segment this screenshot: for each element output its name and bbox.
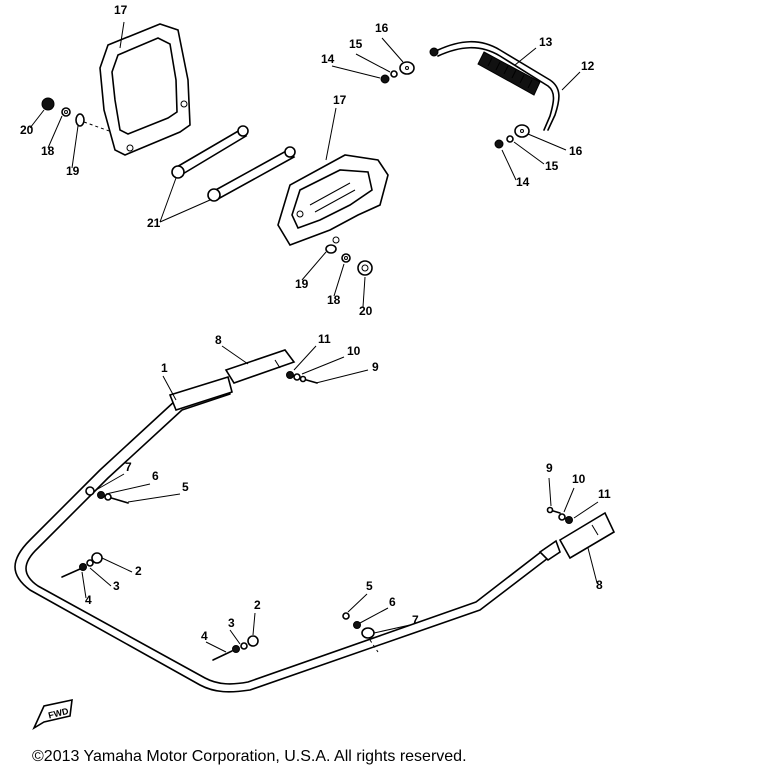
nut-20-left — [41, 97, 55, 111]
bolt-9-upper — [299, 375, 318, 384]
washer-19-left — [75, 113, 85, 127]
bolt-9-right — [546, 506, 561, 514]
callout-14: 14 — [321, 52, 335, 66]
callout-19: 19 — [66, 164, 80, 178]
nut-14-right — [494, 139, 504, 149]
bracket-upper-left — [99, 23, 191, 156]
bolt-5-bottom — [342, 612, 350, 620]
copyright-notice: ©2013 Yamaha Motor Corporation, U.S.A. A… — [32, 748, 467, 765]
callout-7: 7 — [412, 613, 419, 627]
callout-17: 17 — [114, 3, 128, 17]
washer-6-left — [97, 491, 105, 499]
callout-15: 15 — [545, 159, 559, 173]
callout-6: 6 — [389, 595, 396, 609]
washer-18-left — [61, 107, 71, 117]
callout-3: 3 — [113, 579, 120, 593]
washer-16-right — [514, 124, 530, 138]
callout-18: 18 — [327, 293, 341, 307]
bushing-7-left — [85, 486, 95, 496]
callout-3: 3 — [228, 616, 235, 630]
washer-6-bottom — [353, 621, 361, 629]
callout-5: 5 — [182, 480, 189, 494]
callout-9: 9 — [372, 360, 379, 374]
cable-12 — [429, 40, 560, 131]
callout-8: 8 — [596, 578, 603, 592]
washer-3-bottom — [232, 645, 240, 653]
callout-20: 20 — [359, 304, 373, 318]
connector-8-upper — [224, 349, 296, 384]
callout-7: 7 — [125, 460, 132, 474]
washer-3b-bottom — [240, 642, 248, 650]
callout-13: 13 — [539, 35, 553, 49]
sleeve-13 — [477, 51, 541, 96]
callout-10: 10 — [572, 472, 586, 486]
bolt-5-left — [104, 493, 129, 504]
callout-9: 9 — [546, 461, 553, 475]
callout-2: 2 — [135, 564, 142, 578]
callout-4: 4 — [201, 629, 208, 643]
washer-10-right — [558, 513, 566, 521]
washer-19-mid — [325, 244, 337, 254]
nut-11-right — [565, 516, 573, 524]
washer-3b-left — [86, 559, 94, 567]
bolt-4-left — [61, 568, 81, 578]
callout-8: 8 — [215, 333, 222, 347]
fwd-label: FWD — [47, 706, 70, 721]
washer-3-left — [79, 563, 87, 571]
callout-16: 16 — [375, 21, 389, 35]
callout-12: 12 — [581, 59, 595, 73]
callout-4: 4 — [85, 593, 92, 607]
nut-20-mid — [357, 260, 373, 276]
rods-21 — [171, 125, 296, 202]
callout-6: 6 — [152, 469, 159, 483]
washer-16-top — [399, 61, 415, 75]
callout-21: 21 — [147, 216, 161, 230]
callout-11: 11 — [598, 487, 611, 501]
nut-2-bottom — [247, 635, 259, 647]
bracket-middle — [277, 154, 389, 246]
connector-8-right — [558, 511, 616, 560]
bolt-4-bottom — [212, 650, 233, 661]
callout-2: 2 — [254, 598, 261, 612]
callout-1: 1 — [161, 361, 168, 375]
washer-15-right — [506, 135, 514, 143]
callout-11: 11 — [318, 332, 331, 346]
nut-2-left — [91, 552, 103, 564]
washer-18-mid — [341, 253, 351, 263]
callout-18: 18 — [41, 144, 55, 158]
frame-pipe-1 — [14, 375, 561, 693]
callout-5: 5 — [366, 579, 373, 593]
callout-16: 16 — [569, 144, 583, 158]
washer-10-upper — [293, 373, 301, 381]
fwd-arrow-icon: FWD — [32, 698, 73, 731]
callout-10: 10 — [347, 344, 361, 358]
callout-20: 20 — [20, 123, 34, 137]
bushing-7-bottom — [361, 627, 375, 639]
nut-11-upper — [286, 371, 294, 379]
leader-lines — [29, 21, 599, 653]
callout-17: 17 — [333, 93, 347, 107]
washer-15-top — [390, 70, 398, 78]
callout-19: 19 — [295, 277, 309, 291]
callout-15: 15 — [349, 37, 363, 51]
callout-14: 14 — [516, 175, 530, 189]
nut-14-top — [380, 74, 390, 84]
